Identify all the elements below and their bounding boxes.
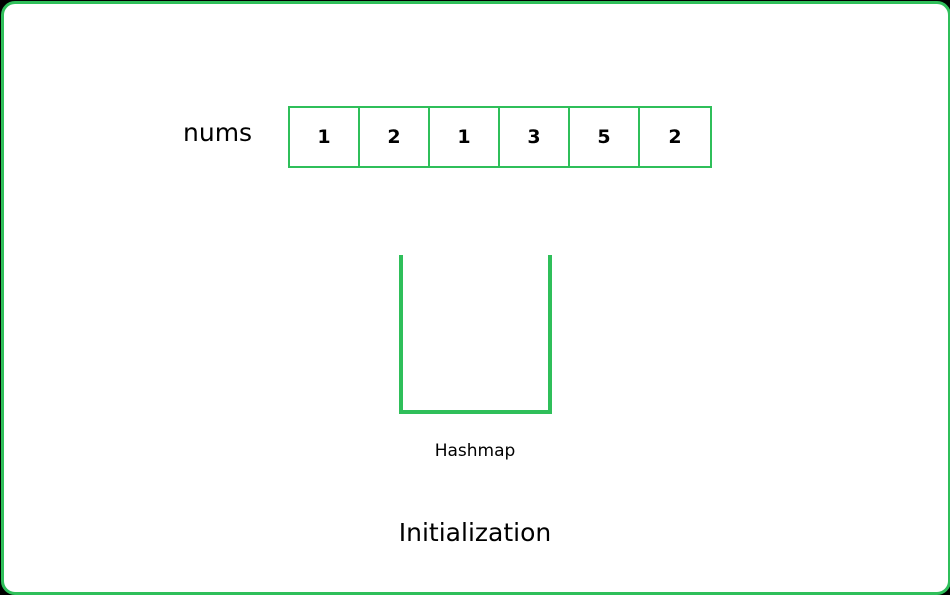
array-cell: 1	[430, 108, 500, 166]
array-cell: 5	[570, 108, 640, 166]
array-cell: 3	[500, 108, 570, 166]
nums-array: 1 2 1 3 5 2	[288, 106, 712, 168]
array-label: nums	[183, 118, 253, 147]
array-cell: 2	[668, 126, 682, 148]
hashmap-bucket	[399, 255, 552, 414]
array-cell: 2	[360, 108, 430, 166]
step-title: Initialization	[398, 518, 552, 547]
array-cell: 1	[290, 108, 360, 166]
hashmap-label: Hashmap	[434, 441, 516, 461]
